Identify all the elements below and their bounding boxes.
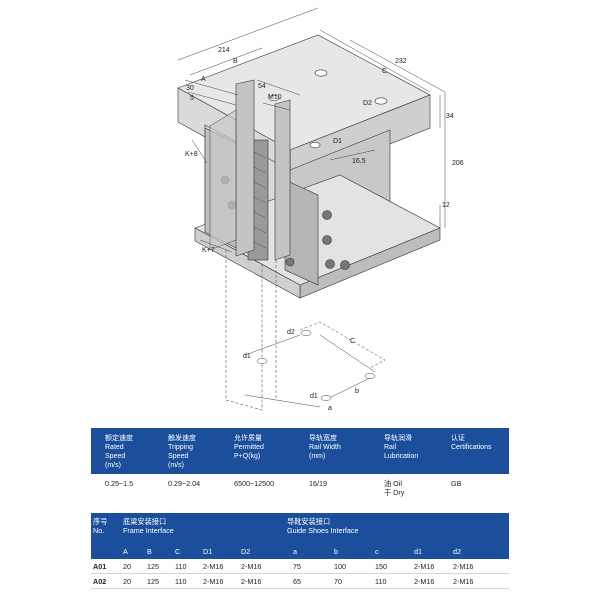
- dim-C: C: [382, 68, 387, 75]
- value-rail-width: 16/19: [309, 479, 327, 488]
- dim-16-5: 16.5: [352, 158, 366, 165]
- spec-col-tripping-speed: 触发速度 Tripping Speed (m/s): [168, 435, 196, 469]
- col-d2: d2: [453, 547, 461, 556]
- guide-shoes-header: 导靴安装接口 Guide Shoes Interface: [287, 517, 359, 535]
- plan-d1-right: d1: [310, 393, 318, 400]
- dim-A: A: [201, 76, 206, 83]
- dim-54: 54: [258, 83, 266, 90]
- col-D1: D1: [203, 547, 213, 556]
- dim-12: 12: [442, 202, 450, 209]
- value-certifications: GB: [451, 479, 462, 488]
- plan-C: C: [350, 338, 355, 345]
- dim-30: 30: [186, 85, 194, 92]
- plan-d2: d2: [287, 329, 295, 336]
- dim-D2: D2: [363, 100, 372, 107]
- col-A: A: [123, 547, 128, 556]
- spec-col-rail-lubrication: 导轨润滑 Rail Lubrication: [384, 435, 419, 460]
- spec-col-rail-width: 导轨宽度 Rail Width (mm): [309, 435, 341, 460]
- dim-K8: K+8: [185, 151, 198, 158]
- spec-col-permitted: 允许质量 Permitted P+Q(kg): [234, 435, 264, 460]
- table-row: A01 20 125 110 2-M16 2-M16 75 100 150 2-…: [91, 559, 509, 574]
- interface-header: 序号 No. 底梁安装接口 Frame Interface 导靴安装接口 Gui…: [91, 513, 509, 559]
- value-rated-speed: 0.25~1.5: [105, 479, 134, 488]
- dim-232: 232: [395, 58, 407, 65]
- col-a: a: [293, 547, 297, 556]
- col-c: c: [375, 547, 379, 556]
- plan-a: a: [328, 405, 332, 412]
- dim-5: 5: [190, 95, 194, 102]
- dim-M10: M10: [268, 94, 282, 101]
- safety-gear-drawing: 214 B 232 C 30 A 5 54 M10 D2 D1 34 206 1…: [177, 7, 464, 412]
- plan-b: b: [355, 388, 359, 395]
- col-d1: d1: [414, 547, 422, 556]
- spec-col-rated-speed: 额定速度 Rated Speed (m/s): [105, 435, 133, 469]
- dim-206: 206: [452, 160, 464, 167]
- value-tripping-speed: 0.29~2.04: [168, 479, 201, 488]
- dim-34: 34: [446, 113, 454, 120]
- spec-col-certifications: 认证 Certifications: [451, 435, 492, 451]
- dim-B: B: [233, 58, 238, 65]
- dim-K7: K+7: [202, 247, 215, 254]
- spec-values-row: 0.25~1.5 0.29~2.04 6500~12500 16/19 油 Oi…: [91, 474, 509, 497]
- table-row: A02 20 125 110 2-M16 2-M16 65 70 110 2-M…: [91, 574, 509, 589]
- col-C: C: [175, 547, 181, 556]
- no-header: 序号 No.: [93, 517, 108, 535]
- value-permitted: 6500~12500: [234, 479, 275, 488]
- col-b: b: [334, 547, 338, 556]
- dim-214: 214: [218, 47, 230, 54]
- col-D2: D2: [241, 547, 251, 556]
- interface-table: 序号 No. 底梁安装接口 Frame Interface 导靴安装接口 Gui…: [91, 513, 509, 589]
- col-B: B: [147, 547, 152, 556]
- spec-header: 额定速度 Rated Speed (m/s) 触发速度 Tripping Spe…: [91, 428, 509, 474]
- spec-table: 额定速度 Rated Speed (m/s) 触发速度 Tripping Spe…: [91, 428, 509, 497]
- frame-interface-header: 底梁安装接口 Frame Interface: [123, 517, 174, 535]
- dim-D1: D1: [333, 138, 342, 145]
- plan-d1-left: d1: [243, 353, 251, 360]
- value-rail-lubrication: 油 Oil 干 Dry: [384, 479, 405, 497]
